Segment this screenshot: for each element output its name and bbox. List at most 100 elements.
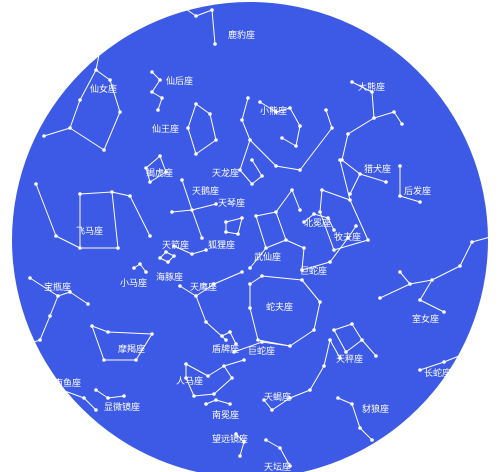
canes-venatici-label: 猎犬座 (364, 163, 391, 175)
microscopium-star (106, 396, 110, 400)
libra-star (374, 354, 378, 358)
virgo-label: 室女座 (412, 313, 439, 325)
camelopardalis-star (210, 8, 214, 12)
scorpius-star (338, 356, 342, 360)
ursa-major-star (392, 110, 396, 114)
libra-lines-2 (361, 339, 377, 357)
coma-berenices-star (398, 164, 402, 168)
virgo-lines (379, 235, 495, 299)
ursa-minor-star (280, 136, 284, 140)
hydra-star (418, 368, 422, 372)
scorpius-star (308, 388, 312, 392)
hydra-star (442, 360, 446, 364)
piscis-austrinus-star (94, 408, 98, 412)
constellation-labels: 鹿豹座仙后座仙女座大熊座小熊座仙王座蝎虎座天龙座猎犬座后发座天鹅座天琴座飞马座北… (44, 29, 451, 472)
draco-star (250, 158, 254, 162)
cepheus-star (208, 112, 212, 116)
bootes-star (366, 238, 370, 242)
corona-australis-star (228, 402, 232, 406)
ophiuchus-star (318, 300, 322, 304)
aquila-star (194, 294, 198, 298)
ursa-major-star (370, 90, 374, 94)
serpens-caput-label: 巨蛇座 (300, 265, 327, 277)
scutum-label: 盾牌座 (212, 343, 239, 355)
lyra-star (224, 230, 228, 234)
sagittarius-star (184, 376, 188, 380)
hydra-lines (419, 347, 479, 371)
ophiuchus-star (260, 274, 264, 278)
andromeda-star (98, 48, 102, 52)
hercules-star (284, 238, 288, 242)
ophiuchus-star (300, 278, 304, 282)
virgo-star (408, 282, 412, 286)
pegasus-star (128, 194, 132, 198)
piscis-austrinus-star (82, 396, 86, 400)
lacerta-star (144, 166, 148, 170)
sagitta-star (172, 244, 176, 248)
camelopardalis-star (213, 42, 217, 46)
corona-australis-star (204, 402, 208, 406)
corona-borealis-label: 北冕座 (304, 217, 331, 229)
bootes-star (348, 198, 352, 202)
hercules-star (248, 266, 252, 270)
microscopium-star (122, 394, 126, 398)
cassiopeia-star (150, 90, 154, 94)
pegasus-star (54, 234, 58, 238)
serpens-caput-star (328, 260, 332, 264)
virgo-star (378, 296, 382, 300)
cygnus-star (214, 202, 218, 206)
serpens-caput-star (354, 224, 358, 228)
cassiopeia-star (156, 108, 160, 112)
corona-australis-star (214, 398, 218, 402)
microscopium-label: 显微镜座 (104, 401, 140, 413)
coma-berenices-star (398, 194, 402, 198)
serpens-cauda-star (232, 350, 236, 354)
sagitta-label: 天箭座 (162, 239, 189, 251)
ophiuchus-star (312, 328, 316, 332)
hydra-star (462, 352, 466, 356)
equuleus-label: 小马座 (120, 277, 147, 289)
draco-star (330, 126, 334, 130)
telescopium-label: 望远镜座 (212, 433, 248, 445)
hercules-star (290, 188, 294, 192)
canes-venatici-star (384, 180, 388, 184)
ara-star (264, 438, 268, 442)
scorpius-label: 天蝎座 (264, 391, 291, 403)
cygnus-star (190, 208, 194, 212)
ophiuchus-label: 蛇夫座 (266, 301, 293, 313)
lacerta-star (148, 180, 152, 184)
lacerta-star (164, 170, 168, 174)
corona-australis-label: 南冕座 (212, 409, 239, 421)
ophiuchus-star (248, 306, 252, 310)
pegasus-star (78, 246, 82, 250)
lupus-star (358, 426, 362, 430)
ara-label: 天坛座 (264, 461, 291, 472)
hercules-label: 武仙座 (254, 251, 281, 263)
corona-borealis-star (312, 212, 316, 216)
libra-star (332, 328, 336, 332)
capricornus-star (102, 358, 106, 362)
delphinus-star (166, 260, 170, 264)
ophiuchus-star (288, 344, 292, 348)
libra-label: 天秤座 (336, 353, 363, 365)
hercules-star (254, 214, 258, 218)
aquarius-lines-2 (21, 295, 59, 347)
aquila-star (212, 282, 216, 286)
lyra-star (240, 216, 244, 220)
cepheus-lines (187, 103, 217, 155)
piscis-austrinus-lines (39, 375, 97, 411)
delphinus-star (164, 250, 168, 254)
sagittarius-star (206, 374, 210, 378)
telescopium-star (242, 440, 246, 444)
aquarius-star (86, 302, 90, 306)
lyra-star (236, 232, 240, 236)
aquila-star (224, 338, 228, 342)
lacerta-label: 蝎虎座 (146, 167, 173, 179)
andromeda-star (94, 68, 98, 72)
equuleus-star (132, 266, 136, 270)
aquarius-star (48, 314, 52, 318)
bootes-star (338, 158, 342, 162)
virgo-star (418, 298, 422, 302)
draco-label: 天龙座 (212, 167, 239, 179)
capricornus-star (150, 332, 154, 336)
